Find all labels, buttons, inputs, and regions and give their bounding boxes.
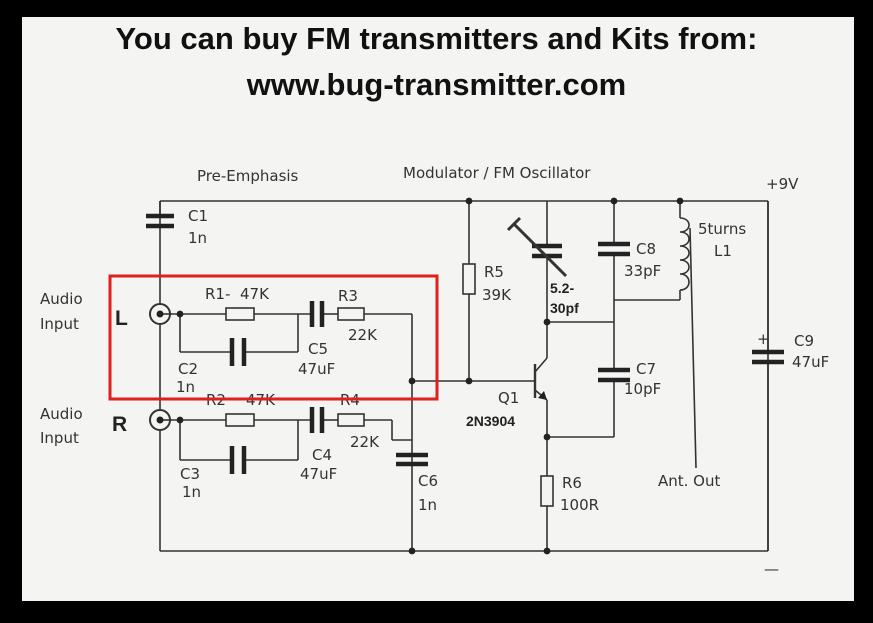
channel-right-label: R xyxy=(112,413,127,436)
c4-value: 47uF xyxy=(300,465,337,483)
c8-ref: C8 xyxy=(636,240,656,258)
capacitor-c9 xyxy=(752,349,784,365)
r6-value: 100R xyxy=(560,496,599,514)
resistor-r5 xyxy=(462,263,476,295)
q1-part: 2N3904 xyxy=(466,413,515,429)
r1-ref: R1- xyxy=(205,285,230,303)
resistor-r3 xyxy=(337,307,365,321)
r6-ref: R6 xyxy=(562,474,582,492)
resistor-r4 xyxy=(337,413,365,427)
c9-ref: C9 xyxy=(794,332,814,350)
resistor-r2 xyxy=(225,413,255,427)
capacitor-c8 xyxy=(598,241,630,257)
capacitor-c6 xyxy=(396,452,428,467)
modulator-label: Modulator / FM Oscillator xyxy=(403,164,591,182)
wires xyxy=(159,200,769,552)
ground-label: — xyxy=(764,560,779,578)
r4-value: 22K xyxy=(350,433,380,451)
r5-ref: R5 xyxy=(484,263,504,281)
highlight-box xyxy=(108,274,439,401)
capacitor-c7 xyxy=(598,367,630,383)
capacitor-c5 xyxy=(309,301,325,327)
c5-ref: C5 xyxy=(308,340,328,358)
antenna-out-label: Ant. Out xyxy=(658,472,720,490)
supply-label: +9V xyxy=(766,175,799,193)
c1-ref: C1 xyxy=(188,207,208,225)
c7-ref: C7 xyxy=(636,360,656,378)
audio-input-right-label-1: Audio xyxy=(40,405,83,423)
variable-capacitor-value-1: 5.2- xyxy=(550,280,574,296)
transistor-q1 xyxy=(533,357,548,401)
variable-capacitor-value-2: 30pf xyxy=(550,300,579,316)
resistor-r6 xyxy=(540,475,554,507)
capacitor-c4 xyxy=(309,407,325,433)
audio-input-right-label-2: Input xyxy=(40,429,79,447)
variable-capacitor xyxy=(506,216,568,278)
c9-polarity: + xyxy=(757,330,770,348)
r3-value: 22K xyxy=(348,326,378,344)
capacitor-c2 xyxy=(229,338,247,366)
c6-value: 1n xyxy=(418,496,437,514)
inductor-l1 xyxy=(679,217,690,291)
c9-value: 47uF xyxy=(792,353,829,371)
c7-value: 10pF xyxy=(624,380,661,398)
c3-value: 1n xyxy=(182,483,201,501)
c5-value: 47uF xyxy=(298,360,335,378)
r5-value: 39K xyxy=(482,286,512,304)
c4-ref: C4 xyxy=(312,446,332,464)
audio-input-left-label-2: Input xyxy=(40,315,79,333)
c3-ref: C3 xyxy=(180,465,200,483)
pre-emphasis-label: Pre-Emphasis xyxy=(197,167,299,185)
c8-value: 33pF xyxy=(624,262,661,280)
r1-value: 47K xyxy=(240,285,270,303)
channel-left-label: L xyxy=(115,307,128,330)
capacitor-c3 xyxy=(229,446,247,474)
junction-dots xyxy=(176,197,684,555)
input-jack-left xyxy=(149,303,172,325)
l1-ref: L1 xyxy=(714,242,732,260)
header-url: www.bug-transmitter.com xyxy=(246,67,627,102)
q1-ref: Q1 xyxy=(498,389,519,407)
capacitor-c1 xyxy=(146,201,174,229)
c1-value: 1n xyxy=(188,229,207,247)
audio-input-left-label-1: Audio xyxy=(40,290,83,308)
input-jack-right xyxy=(149,409,172,431)
resistor-r1 xyxy=(225,307,255,321)
l1-turns: 5turns xyxy=(698,220,746,238)
c2-ref: C2 xyxy=(178,360,198,378)
r3-ref: R3 xyxy=(338,287,358,305)
c2-value: 1n xyxy=(176,378,195,396)
header-line-1: You can buy FM transmitters and Kits fro… xyxy=(115,21,758,56)
c6-ref: C6 xyxy=(418,472,438,490)
